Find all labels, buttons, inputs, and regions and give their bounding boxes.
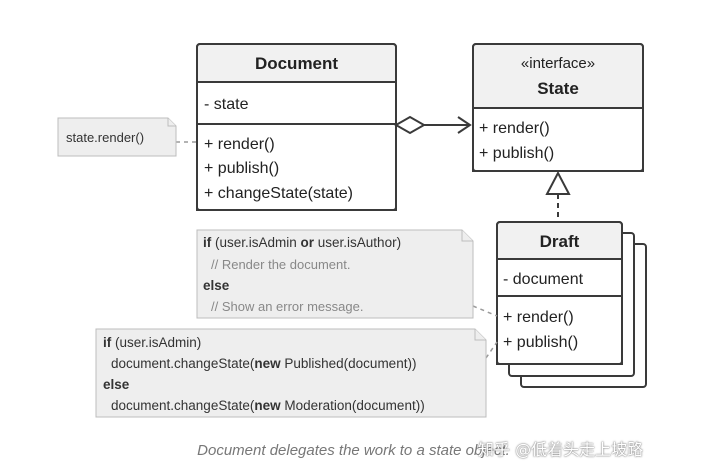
state-method-publish: + publish()	[479, 145, 554, 162]
document-method-publish: + publish()	[204, 160, 279, 177]
draft-field-document: - document	[503, 271, 584, 288]
note-state-render: state.render()	[57, 117, 177, 157]
watermark: 知乎 @低着头走上坡路	[478, 440, 644, 459]
draft-class: Draft - document + render() + publish()	[496, 221, 623, 365]
state-interface-stereotype: «interface»	[521, 55, 595, 72]
aggregation-diamond-icon	[393, 115, 427, 135]
state-interface: «interface» State + render() + publish()	[472, 43, 644, 172]
note-draft-publish-line1: if (user.isAdmin)	[103, 335, 201, 350]
note-connector-draft-publish	[485, 341, 498, 359]
note-draft-publish-line4: document.changeState(new Moderation(docu…	[111, 398, 425, 413]
note-draft-render-line1: if (user.isAdmin or user.isAuthor)	[203, 235, 401, 250]
state-method-render: + render()	[479, 120, 550, 137]
note-draft-render-line4: // Show an error message.	[211, 299, 363, 314]
document-method-changestate: + changeState(state)	[204, 185, 353, 202]
arrowhead-icon	[457, 116, 472, 134]
document-field-state: - state	[204, 96, 249, 113]
realization-triangle-icon	[545, 170, 571, 195]
diagram-caption: Document delegates the work to a state o…	[197, 442, 510, 459]
document-class-name: Document	[255, 54, 338, 73]
note-draft-render-line2: // Render the document.	[211, 257, 350, 272]
realization-arrow	[545, 170, 571, 222]
document-method-render: + render()	[204, 136, 275, 153]
note-draft-publish-line3: else	[103, 377, 130, 392]
aggregation-arrow	[393, 115, 472, 135]
draft-method-publish: + publish()	[503, 334, 578, 351]
note-draft-render-line3: else	[203, 278, 230, 293]
state-interface-name: State	[537, 79, 579, 98]
note-draft-render: if (user.isAdmin or user.isAuthor) // Re…	[196, 229, 474, 319]
note-connector-draft-render	[472, 305, 498, 317]
note-draft-publish-line2: document.changeState(new Published(docum…	[111, 356, 416, 371]
draft-class-name: Draft	[540, 232, 580, 251]
note-state-render-text: state.render()	[66, 130, 144, 145]
draft-method-render: + render()	[503, 309, 574, 326]
note-draft-publish: if (user.isAdmin) document.changeState(n…	[95, 328, 487, 418]
document-class: Document - state + render() + publish() …	[196, 43, 397, 211]
